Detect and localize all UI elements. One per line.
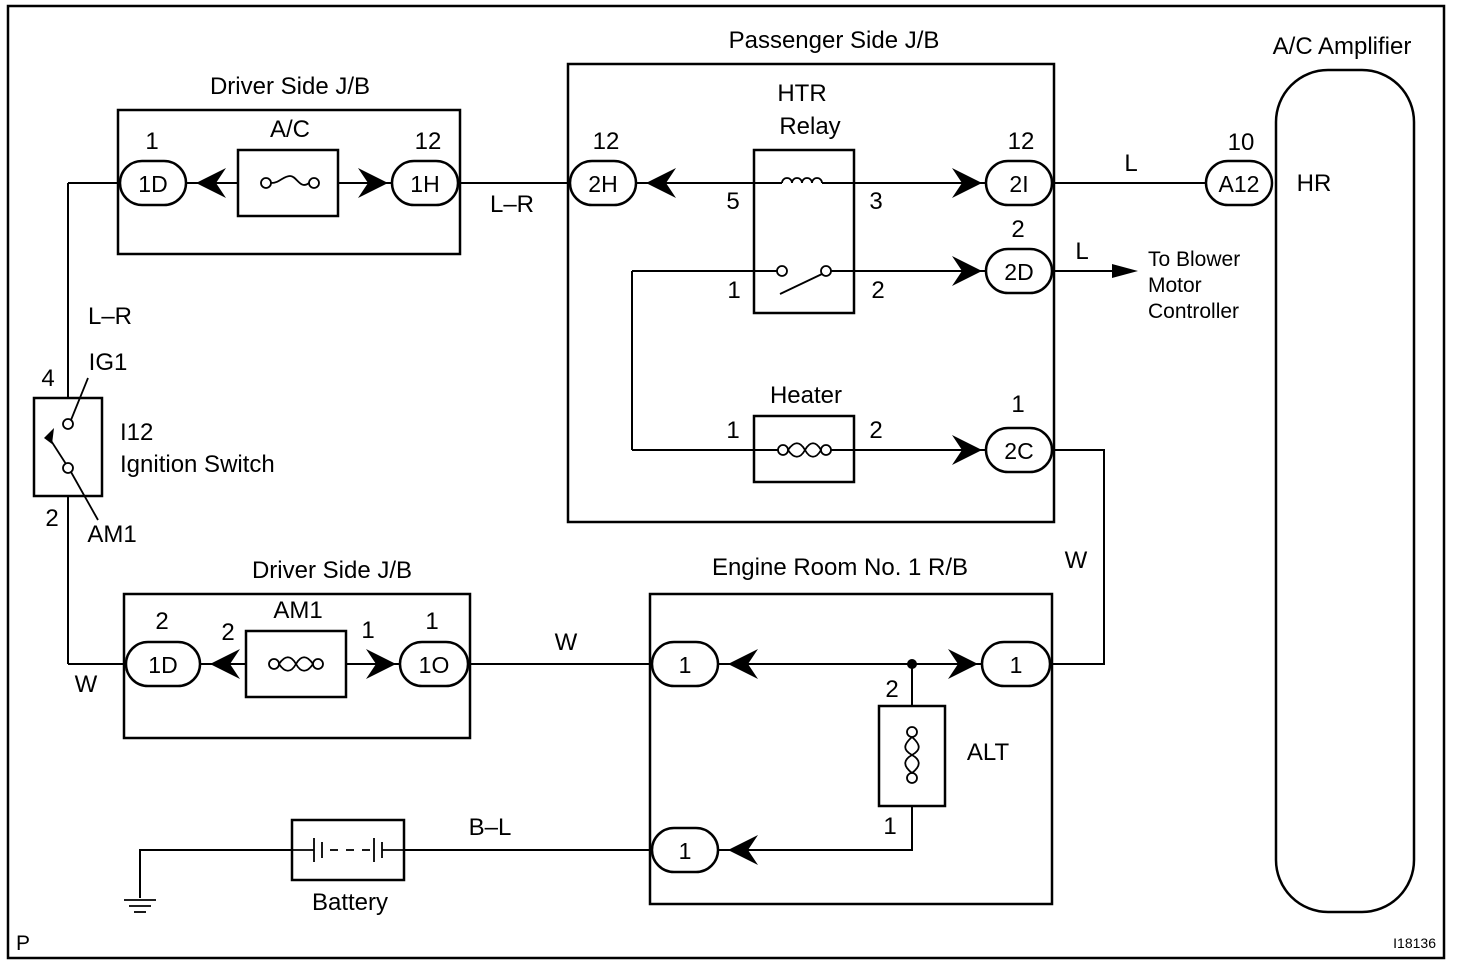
passenger-jb-title: Passenger Side J/B: [729, 27, 940, 54]
driver-jb-top: Driver Side J/B A/C 1D 1H 1 12: [116, 73, 462, 256]
connector-2c-label: 2C: [1004, 438, 1033, 464]
pin-1d-bottom: 2: [155, 608, 168, 635]
pin-1d-top: 1: [145, 128, 158, 155]
terminal-hr: HR: [1297, 170, 1332, 197]
wire-w-mid-label: W: [555, 629, 578, 656]
connector-2d-label: 2D: [1004, 259, 1033, 285]
connector-1o-label: 1O: [419, 652, 450, 678]
pin-2d: 2: [1011, 216, 1024, 243]
pin-1o: 1: [425, 608, 438, 635]
ignition-switch-id: I12: [120, 419, 153, 446]
pin-relay-3: 3: [869, 188, 882, 215]
wire-w-left-label: W: [75, 671, 98, 698]
htr-relay-label-2: Relay: [779, 113, 840, 140]
connector-2i-label: 2I: [1009, 171, 1028, 197]
connector-2h-label: 2H: [588, 171, 617, 197]
blower-note-3: Controller: [1148, 300, 1239, 323]
connector-1h-label: 1H: [410, 171, 439, 197]
driver-jb-top-title: Driver Side J/B: [210, 73, 370, 100]
connector-a12: [1204, 159, 1274, 207]
connector-er-left-label: 1: [679, 652, 692, 678]
pin-relay-1: 1: [727, 277, 740, 304]
pin-heater-2: 2: [869, 417, 882, 444]
terminal-am1: AM1: [87, 521, 136, 548]
wire-l-blower-label: L: [1075, 238, 1088, 265]
battery-label: Battery: [312, 889, 388, 916]
passenger-jb: Passenger Side J/B 2H 12 HTR Relay 5 3 2…: [566, 27, 1056, 524]
htr-relay-label-1: HTR: [777, 80, 826, 107]
engine-room-rb-title: Engine Room No. 1 R/B: [712, 554, 968, 581]
wire-lr-side-label: L–R: [88, 303, 132, 330]
pin-am1-2: 2: [221, 619, 234, 646]
pin-relay-2: 2: [871, 277, 884, 304]
pin-alt-2: 2: [885, 676, 898, 703]
ignition-switch-body: [32, 396, 104, 498]
ac-fuse: [236, 148, 340, 218]
blower-note-1: To Blower: [1148, 248, 1240, 271]
alt-fuse-label: ALT: [967, 739, 1010, 766]
driver-jb-bottom: Driver Side J/B 1D 2 AM1 2 1 1O 1: [122, 557, 472, 740]
wire-w-right-label: W: [1065, 547, 1088, 574]
pin-relay-5: 5: [726, 188, 739, 215]
driver-jb-bottom-title: Driver Side J/B: [252, 557, 412, 584]
pin-ig-2: 2: [45, 505, 58, 532]
wire-bl-label: B–L: [469, 814, 512, 841]
corner-mark-left: P: [16, 932, 30, 955]
connector-1d-top-label: 1D: [138, 171, 167, 197]
pin-ig-4: 4: [41, 365, 54, 392]
diagram-code: I18136: [1393, 935, 1436, 951]
connector-a12-label: A12: [1219, 171, 1260, 197]
connector-er-right-label: 1: [1010, 652, 1023, 678]
pin-am1-1: 1: [361, 617, 374, 644]
ignition-switch: IG1 AM1 4 2 I12 Ignition Switch L–R W: [32, 182, 275, 698]
am1-fuse-label: AM1: [273, 597, 322, 624]
terminal-ig1: IG1: [89, 349, 128, 376]
pin-2i: 12: [1008, 128, 1035, 155]
pin-alt-1: 1: [883, 813, 896, 840]
engine-room-rb: Engine Room No. 1 R/B 1 1 ALT 2 1 1: [648, 554, 1054, 906]
ac-amplifier-title: A/C Amplifier: [1273, 33, 1412, 60]
ac-amplifier: A/C Amplifier A12 10 HR: [1204, 33, 1416, 914]
connector-1d-bottom-label: 1D: [148, 652, 177, 678]
wire-w-right: [1050, 449, 1105, 665]
battery: B–L Battery: [124, 814, 652, 916]
wire-lr-top-label: L–R: [490, 191, 534, 218]
pin-2c: 1: [1011, 391, 1024, 418]
pin-2h: 12: [593, 128, 620, 155]
pin-a12: 10: [1228, 129, 1255, 156]
pin-heater-1: 1: [726, 417, 739, 444]
ac-fuse-label: A/C: [270, 116, 310, 143]
connector-er-bottom-label: 1: [679, 838, 692, 864]
htr-relay: [752, 148, 856, 315]
ignition-switch-name: Ignition Switch: [120, 451, 275, 478]
diagram-frame: [6, 4, 1446, 960]
heater-fuse-label: Heater: [770, 382, 842, 409]
wire-l-a12-label: L: [1124, 150, 1137, 177]
pin-1h: 12: [415, 128, 442, 155]
blower-note-2: Motor: [1148, 274, 1202, 297]
